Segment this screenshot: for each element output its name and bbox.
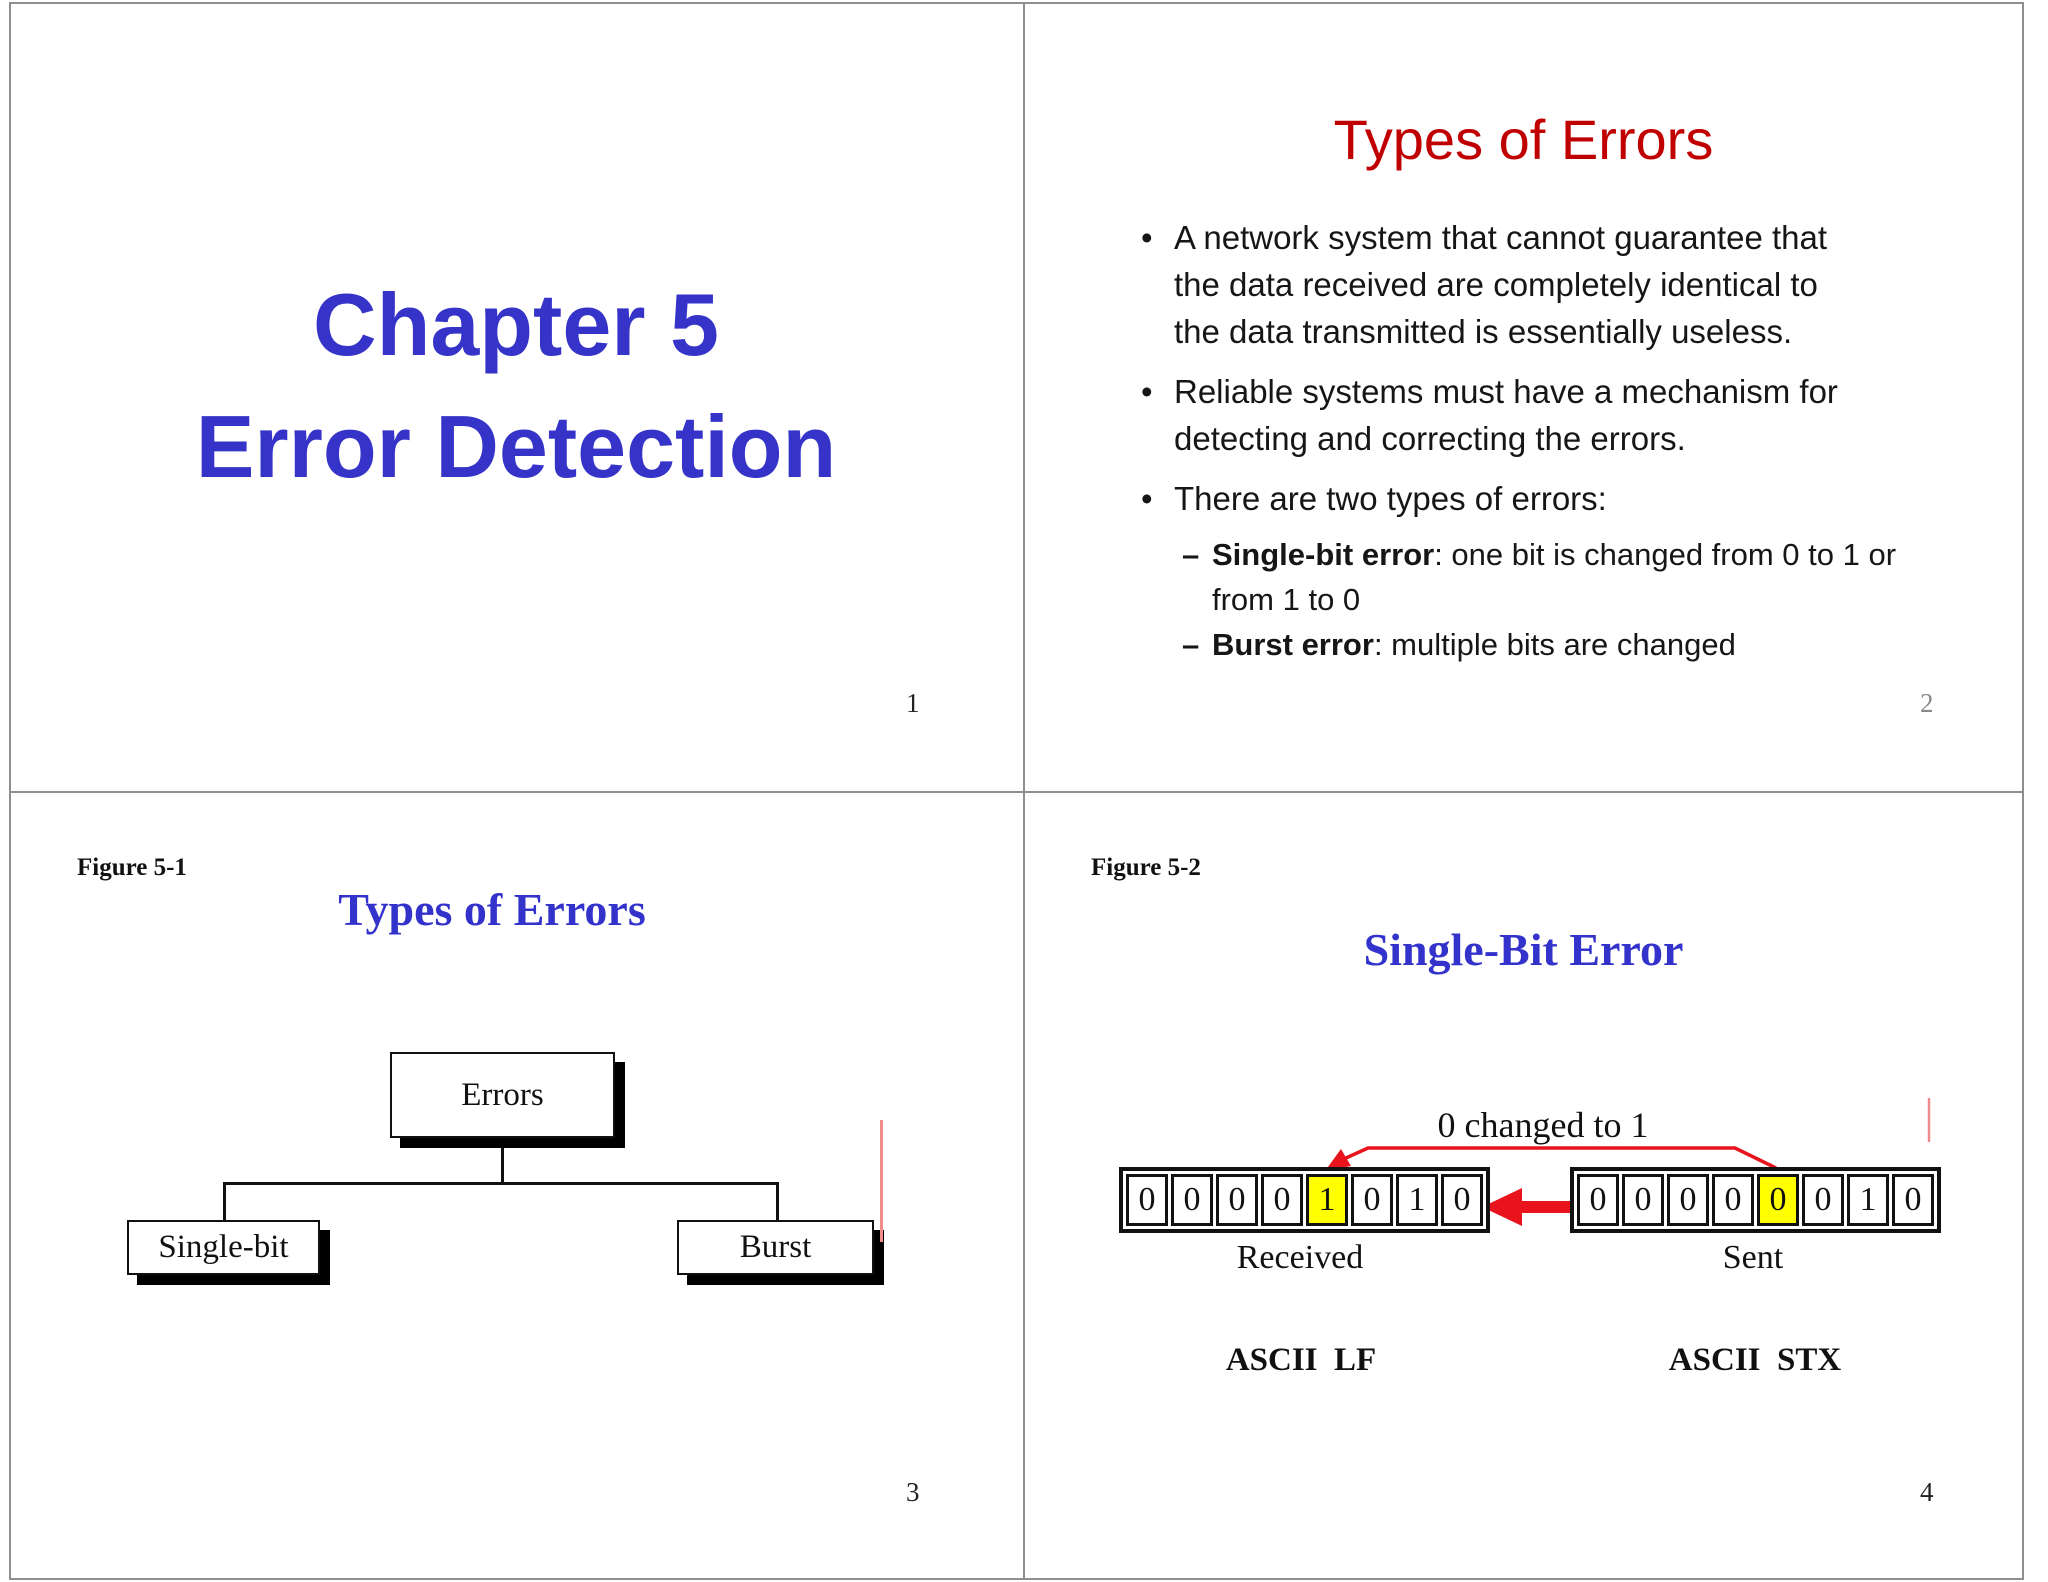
chapter-title-line2: Error Detection — [195, 397, 837, 496]
bit-cell: 0 — [1261, 1174, 1303, 1226]
slide-2: Types of Errors • A network system that c… — [1023, 2, 2024, 792]
bullet-line: • There are two types of errors: — [1141, 475, 2004, 522]
bit-cell: 0 — [1667, 1174, 1709, 1226]
slide-2-title: Types of Errors — [1333, 108, 1714, 171]
slide-3-title: Types of Errors — [338, 884, 646, 935]
bullet-text: Reliable systems must have a mechanism f… — [1174, 373, 1838, 410]
bullet-text: the data received are completely identic… — [1174, 266, 1818, 303]
bit-cell: 0 — [1351, 1174, 1393, 1226]
bit-cell: 1 — [1396, 1174, 1438, 1226]
slide-3: Figure 5-1 Types of Errors Errors Single… — [9, 792, 1023, 1580]
bit-cell: 0 — [1126, 1174, 1168, 1226]
bit-cell: 0 — [1216, 1174, 1258, 1226]
single-bit-node-box: Single-bit — [127, 1220, 320, 1275]
bullet-line: the data transmitted is essentially usel… — [1174, 308, 2004, 355]
bit-cell: 0 — [1712, 1174, 1754, 1226]
slide-4: Figure 5-2 Single-Bit Error 0 changed to… — [1023, 792, 2024, 1580]
chapter-title-line1: Chapter 5 — [313, 275, 719, 374]
bullet-text: Single-bit error — [1212, 537, 1435, 572]
red-bracket-arrowhead — [1325, 1149, 1351, 1171]
slide2-bullets: • A network system that cannot guarantee … — [1141, 214, 2004, 667]
bullet-text: : one bit is changed from 0 to 1 or — [1434, 537, 1897, 572]
tree-connector-left — [223, 1182, 226, 1220]
bullet-line: • Reliable systems must have a mechanism … — [1141, 368, 2004, 415]
bullet-text: detecting and correcting the errors. — [1174, 420, 1686, 457]
bit-cell: 0 — [1622, 1174, 1664, 1226]
bit-change-annotation: 0 changed to 1 — [1437, 1105, 1649, 1145]
bullet-marker: • — [1141, 219, 1153, 256]
bullet-line: the data received are completely identic… — [1174, 261, 2004, 308]
slide-2-page-number: 2 — [1920, 688, 1934, 718]
bit-cell: 0 — [1802, 1174, 1844, 1226]
tree-connector-right — [776, 1182, 779, 1220]
sent-label: Sent — [1722, 1239, 1784, 1276]
tree-connector-root — [501, 1138, 504, 1182]
slide-1: Chapter 5 Error Detection 1 — [9, 2, 1023, 792]
bit-cell: 0 — [1577, 1174, 1619, 1226]
bullet-marker: • — [1141, 480, 1153, 517]
bullet-text: A network system that cannot guarantee t… — [1174, 219, 1828, 256]
red-pointer-graphics — [1325, 1098, 1931, 1226]
burst-node-box: Burst — [677, 1220, 874, 1275]
bullet-line: –Single-bit error: one bit is changed fr… — [1182, 532, 2004, 577]
received-label: Received — [1236, 1239, 1364, 1276]
dash-marker: – — [1182, 627, 1200, 662]
bit-cell: 0 — [1441, 1174, 1483, 1226]
ascii-stx-label: ASCII STX — [1668, 1342, 1842, 1378]
slide-4-page-number: 4 — [1920, 1477, 1934, 1507]
errors-node-box: Errors — [390, 1052, 615, 1138]
highlighted-bit-cell: 0 — [1757, 1174, 1799, 1226]
bullet-line: detecting and correcting the errors. — [1174, 415, 2004, 462]
bullet-text: the data transmitted is essentially usel… — [1174, 313, 1793, 350]
figure-5-2-label: Figure 5-2 — [1091, 854, 1201, 881]
red-line-artifact — [880, 1120, 883, 1242]
slide-1-page-number: 1 — [906, 688, 920, 718]
red-bracket-line — [1334, 1146, 1777, 1170]
bullet-text: from 1 to 0 — [1212, 582, 1361, 617]
bullet-line: • A network system that cannot guarantee … — [1141, 214, 2004, 261]
ascii-lf-label: ASCII LF — [1225, 1342, 1377, 1378]
tree-connector-horizontal — [223, 1182, 779, 1185]
left-thick-arrow — [1482, 1188, 1574, 1226]
bullet-text: There are two types of errors: — [1174, 480, 1607, 517]
bullet-line: –Burst error: multiple bits are changed — [1182, 622, 2004, 667]
highlighted-bit-cell: 1 — [1306, 1174, 1348, 1226]
figure-5-1-label: Figure 5-1 — [77, 854, 187, 881]
bullet-marker: • — [1141, 373, 1153, 410]
bit-cell: 0 — [1892, 1174, 1934, 1226]
bullet-text: Burst error — [1212, 627, 1374, 662]
horizontal-divider — [9, 791, 2024, 793]
dash-marker: – — [1182, 537, 1200, 572]
bit-cell: 0 — [1171, 1174, 1213, 1226]
slide-4-title: Single-Bit Error — [1363, 924, 1684, 975]
chapter-title: Chapter 5 Error Detection — [9, 264, 1023, 508]
bullet-line: from 1 to 0 — [1212, 577, 2004, 622]
bullet-text: : multiple bits are changed — [1373, 627, 1736, 662]
bit-cell: 1 — [1847, 1174, 1889, 1226]
slide-3-page-number: 3 — [906, 1477, 920, 1507]
